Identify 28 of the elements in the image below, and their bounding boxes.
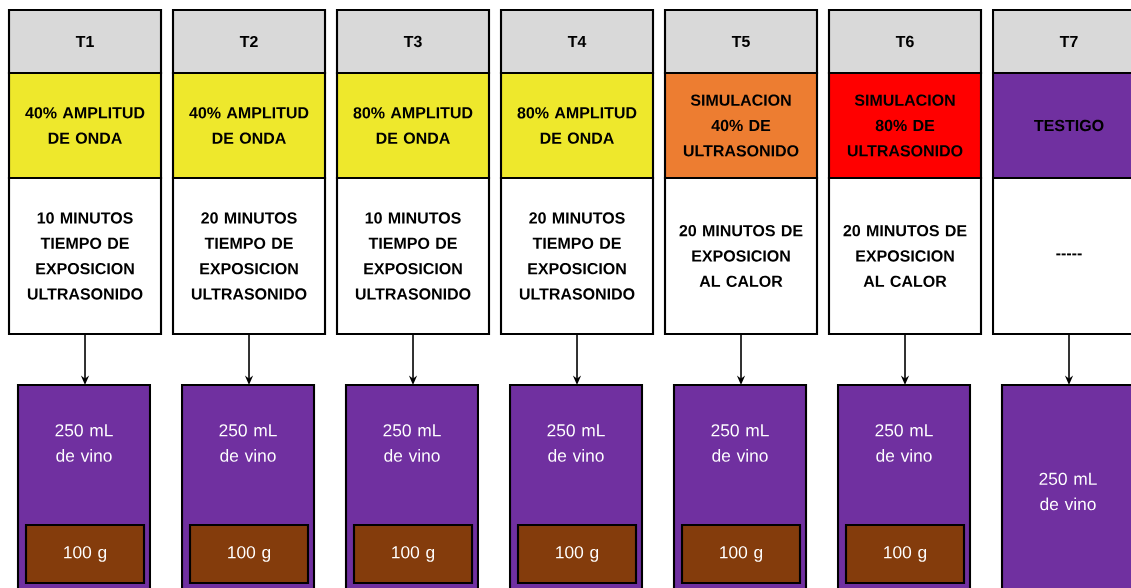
sample-box: 100 g	[188, 523, 310, 585]
treatment-box: SIMULACION 40% DE ULTRASONIDO	[663, 71, 819, 180]
sample-box: 100 g	[516, 523, 638, 585]
header-cell: T5	[663, 8, 819, 75]
exposure-box: 20 MINUTOS DE EXPOSICION AL CALOR	[827, 176, 983, 336]
sample-box: 100 g	[24, 523, 146, 585]
treatment-box: 80% AMPLITUD DE ONDA	[499, 71, 655, 180]
header-cell: T6	[827, 8, 983, 75]
treatment-box: SIMULACION 80% DE ULTRASONIDO	[827, 71, 983, 180]
wine-box: 250 mL de vino	[1000, 383, 1131, 588]
exposure-box: 10 MINUTOS TIEMPO DE EXPOSICION ULTRASONIDO	[335, 176, 491, 336]
header-cell: T3	[335, 8, 491, 75]
exposure-box: 20 MINUTOS TIEMPO DE EXPOSICION ULTRASONIDO	[171, 176, 327, 336]
sample-box: 100 g	[680, 523, 802, 585]
treatment-box: 40% AMPLITUD DE ONDA	[171, 71, 327, 180]
header-cell: T7	[991, 8, 1131, 75]
header-cell: T4	[499, 8, 655, 75]
exposure-box: 20 MINUTOS TIEMPO DE EXPOSICION ULTRASONIDO	[499, 176, 655, 336]
header-cell: T1	[7, 8, 163, 75]
header-cell: T2	[171, 8, 327, 75]
sample-box: 100 g	[352, 523, 474, 585]
treatment-box: 80% AMPLITUD DE ONDA	[335, 71, 491, 180]
treatment-box: TESTIGO	[991, 71, 1131, 180]
exposure-box: 10 MINUTOS TIEMPO DE EXPOSICION ULTRASONIDO	[7, 176, 163, 336]
exposure-box: -----	[991, 176, 1131, 336]
treatment-box: 40% AMPLITUD DE ONDA	[7, 71, 163, 180]
sample-box: 100 g	[844, 523, 966, 585]
exposure-box: 20 MINUTOS DE EXPOSICION AL CALOR	[663, 176, 819, 336]
